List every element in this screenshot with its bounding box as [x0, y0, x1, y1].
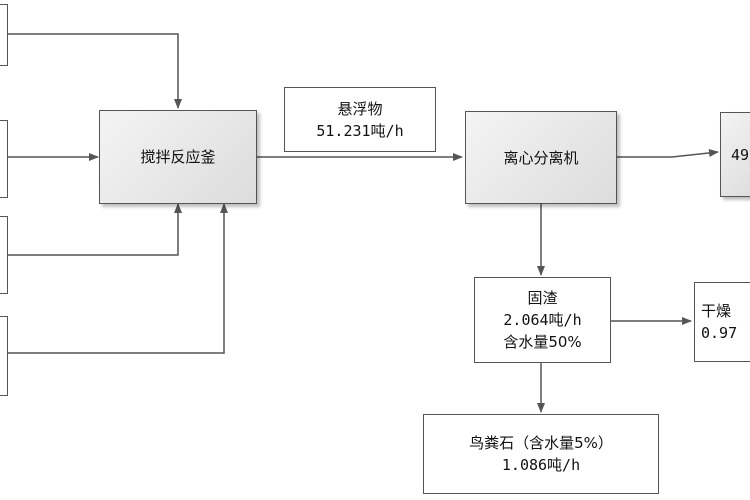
- input-line-3: [8, 203, 182, 256]
- dryer-box: 干燥 0.97: [694, 282, 750, 362]
- suspension-box: 悬浮物 51.231吨/h: [284, 87, 436, 152]
- centrifuge-label: 离心分离机: [503, 148, 579, 167]
- input-line-4: [8, 203, 228, 354]
- centrifuge-box: 离心分离机: [465, 111, 617, 204]
- reactor-label: 搅拌反应釜: [140, 148, 216, 166]
- residue-name: 固渣: [527, 289, 558, 307]
- input-box-4: [0, 316, 8, 396]
- input-box-1: [0, 4, 8, 66]
- solid-residue-box: 固渣 2.064吨/h 含水量50%: [474, 277, 611, 363]
- dryer-rate: 0.97: [701, 324, 738, 342]
- suspension-rate: 51.231吨/h: [316, 121, 404, 140]
- residue-water: 含水量50%: [503, 333, 582, 351]
- suspension-name: 悬浮物: [337, 99, 383, 118]
- centrifuge-to-right-line: [617, 148, 719, 158]
- guano-name: 鸟粪石（含水量5%）: [469, 434, 613, 452]
- right-output-label: 49: [731, 145, 750, 164]
- residue-rate: 2.064吨/h: [503, 311, 582, 329]
- dryer-name: 干燥: [701, 302, 732, 320]
- reactor-box: 搅拌反应釜: [99, 110, 257, 204]
- input-line-1: [8, 33, 182, 109]
- input-box-3: [0, 216, 8, 294]
- guano-box: 鸟粪石（含水量5%） 1.086吨/h: [423, 414, 659, 494]
- input-box-2: [0, 120, 8, 198]
- guano-rate: 1.086吨/h: [501, 456, 581, 474]
- right-output-box: 49: [720, 112, 750, 197]
